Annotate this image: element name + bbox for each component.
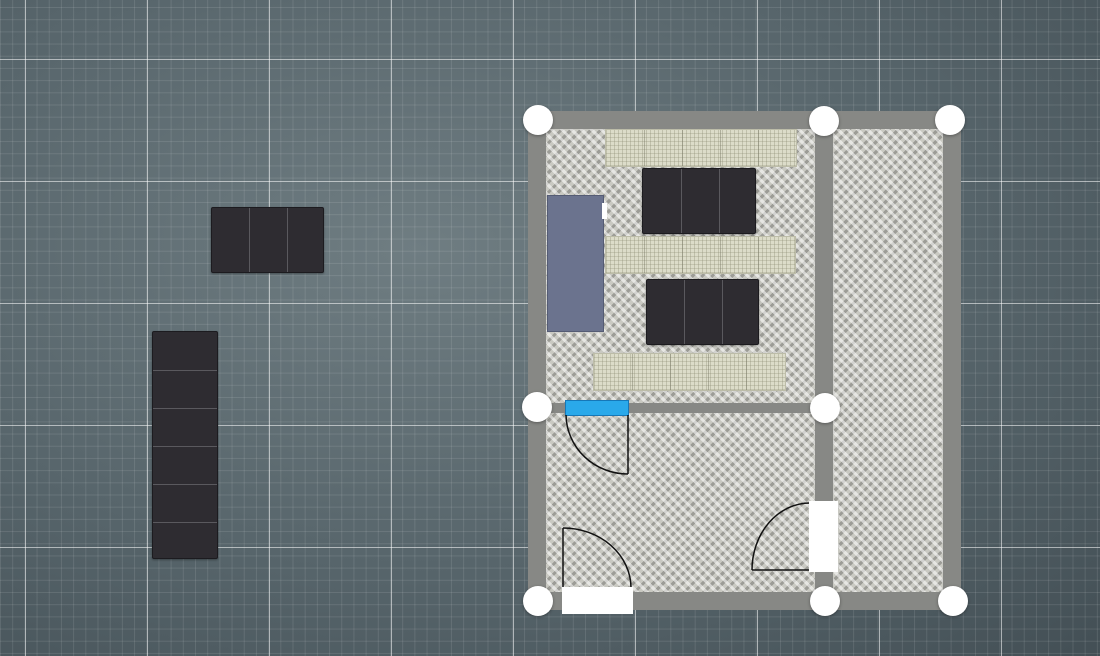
wall-handle-bottom-middle[interactable] — [810, 586, 840, 616]
wall-handle-middle-left[interactable] — [522, 392, 552, 422]
wall-handle-top-middle[interactable] — [809, 106, 839, 136]
sofa-upper[interactable] — [642, 168, 756, 234]
door-side[interactable] — [809, 501, 838, 572]
room-hall-floor[interactable] — [546, 413, 815, 592]
wall-handle-top-right[interactable] — [935, 105, 965, 135]
interior-wall-vertical[interactable] — [815, 129, 833, 592]
wall-handle-top-left[interactable] — [523, 105, 553, 135]
sofa-lower[interactable] — [646, 279, 759, 345]
loose-shelf-unit[interactable] — [152, 331, 218, 559]
rug-top[interactable] — [605, 129, 797, 167]
wall-handle-middle[interactable] — [810, 393, 840, 423]
interior-wall-horizontal[interactable] — [546, 403, 815, 413]
door-entrance[interactable] — [562, 587, 633, 614]
rug-bottom[interactable] — [593, 353, 786, 391]
rug-middle[interactable] — [605, 236, 796, 274]
room-side-floor[interactable] — [833, 129, 943, 592]
bed[interactable] — [547, 195, 604, 332]
bed-pillow — [602, 203, 607, 219]
wall-handle-bottom-right[interactable] — [938, 586, 968, 616]
selected-window[interactable] — [565, 400, 629, 416]
wall-handle-bottom-left[interactable] — [523, 586, 553, 616]
loose-sofa[interactable] — [211, 207, 324, 273]
